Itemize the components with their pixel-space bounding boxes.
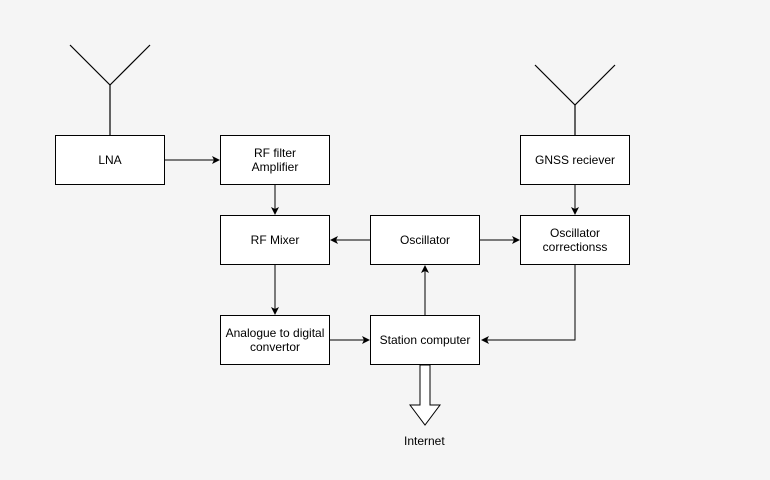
oscillator-block: Oscillator [370,215,480,265]
rf-filter-amplifier-block: RF filter Amplifier [220,135,330,185]
lna-label: LNA [98,153,122,167]
oscillator-label: Oscillator [399,233,450,247]
internet-label: Internet [404,434,445,448]
adc-label: Analogue to digital convertor [225,326,325,354]
rf-mixer-block: RF Mixer [220,215,330,265]
station-computer-block: Station computer [370,315,480,365]
rf-filter-amplifier-label: RF filter Amplifier [251,146,299,174]
oscillator-corrections-label: Oscillator correctionss [542,226,608,254]
gnss-receiver-block: GNSS reciever [520,135,630,185]
rf-mixer-label: RF Mixer [250,233,300,247]
antenna-icon [69,44,151,135]
station-computer-label: Station computer [379,333,471,347]
oscillator-corrections-block: Oscillator correctionss [520,215,630,265]
hollow-down-arrow-icon [409,364,441,426]
adc-block: Analogue to digital convertor [220,315,330,365]
arrow-corrections-to-station [481,265,576,344]
antenna-icon [534,64,616,135]
gnss-receiver-label: GNSS reciever [534,153,616,167]
lna-block: LNA [55,135,165,185]
